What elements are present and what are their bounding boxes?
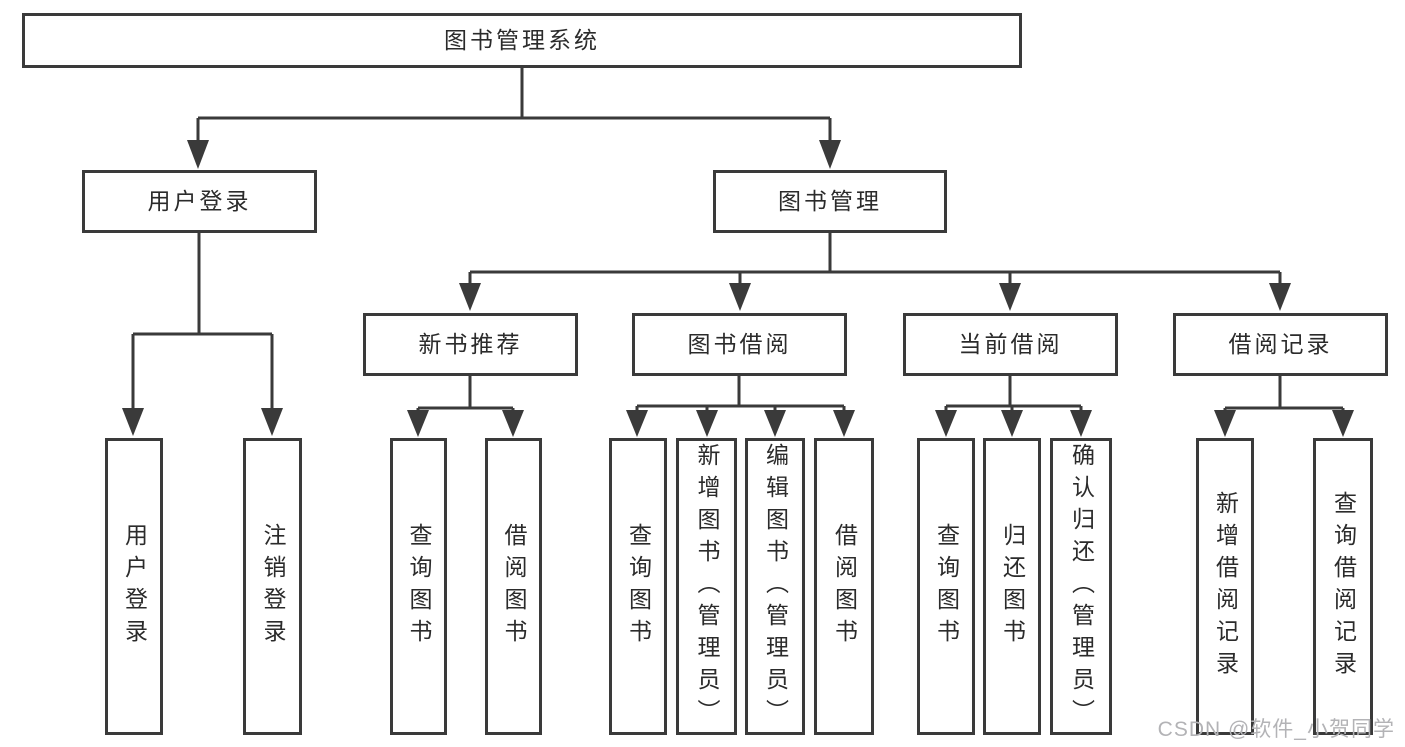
connector-borrowrecord-to-leaves [1223,376,1345,411]
node-borrow-record: 借阅记录 [1173,313,1388,376]
node-book-borrow-label: 图书借阅 [687,331,792,357]
connector-userlogin-to-leaves [131,233,274,409]
leaf-user-login-label: 用户登录 [121,522,148,651]
leaf-confirm-return-admin: 确认归还（管理员） [1050,438,1112,735]
leaf-query-book-borrow: 查询图书 [609,438,667,735]
leaf-add-book-admin: 新增图书（管理员） [676,438,737,735]
node-current-borrow: 当前借阅 [903,313,1118,376]
leaf-add-borrow-record: 新增借阅记录 [1196,438,1254,735]
node-book-borrow: 图书借阅 [632,313,847,376]
leaf-logout: 注销登录 [243,438,302,735]
leaf-query-borrow-record-label: 查询借阅记录 [1330,490,1357,683]
connector-currentborrow-to-leaves [944,376,1083,411]
leaf-borrow-book-borrow-label: 借阅图书 [831,522,858,651]
leaf-query-book-recommend-label: 查询图书 [406,522,432,651]
node-current-borrow-label: 当前借阅 [958,331,1063,357]
node-new-book-recommend-label: 新书推荐 [418,331,523,357]
connector-newbook-to-leaves [416,376,515,411]
watermark-text: CSDN @软件_小贺同学 [1157,718,1395,741]
leaf-return-book-label: 归还图书 [999,522,1026,651]
node-user-login-label: 用户登录 [147,188,252,214]
node-root-label: 图书管理系统 [444,27,600,53]
leaf-borrow-book-borrow: 借阅图书 [814,438,874,735]
node-borrow-record-label: 借阅记录 [1228,331,1333,357]
leaf-query-book-current: 查询图书 [917,438,975,735]
leaf-user-login: 用户登录 [105,438,163,735]
arrowheads [122,140,1354,437]
leaf-query-book-current-label: 查询图书 [933,522,960,651]
leaf-confirm-return-admin-label: 确认归还（管理员） [1068,442,1095,731]
leaf-borrow-book-recommend-label: 借阅图书 [501,522,527,651]
leaf-add-book-admin-label: 新增图书（管理员） [694,442,720,731]
node-book-management-label: 图书管理 [778,188,882,214]
leaf-edit-book-admin-label: 编辑图书（管理员） [762,442,789,731]
leaf-query-book-recommend: 查询图书 [390,438,447,735]
leaf-add-borrow-record-label: 新增借阅记录 [1212,490,1239,683]
leaf-query-borrow-record: 查询借阅记录 [1313,438,1373,735]
leaf-return-book: 归还图书 [983,438,1041,735]
node-root: 图书管理系统 [22,13,1022,68]
connector-root-to-level1 [196,68,832,141]
node-new-book-recommend: 新书推荐 [363,313,578,376]
connector-bookborrow-to-leaves [635,376,846,411]
connector-bookmgmt-to-level2 [468,233,1282,284]
leaf-query-book-borrow-label: 查询图书 [625,522,652,651]
leaf-logout-label: 注销登录 [260,522,286,651]
leaf-edit-book-admin: 编辑图书（管理员） [745,438,805,735]
node-user-login: 用户登录 [82,170,317,233]
node-book-management: 图书管理 [713,170,947,233]
leaf-borrow-book-recommend: 借阅图书 [485,438,542,735]
